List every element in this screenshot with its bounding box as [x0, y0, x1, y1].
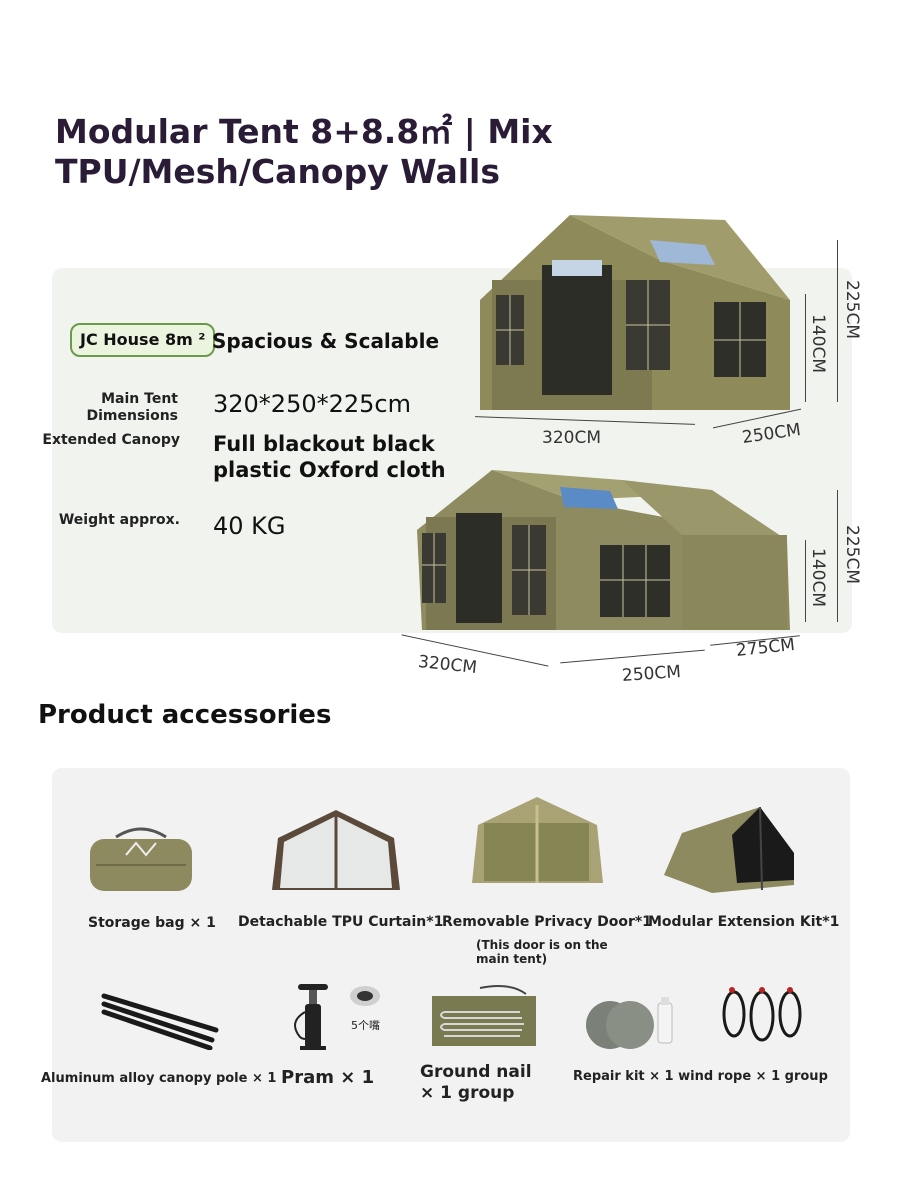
spec-label-weight: Weight approx.	[58, 512, 180, 528]
storage-bag-image	[90, 827, 192, 891]
ext-width-label: 320CM	[417, 651, 478, 679]
main-height-wall-label: 140CM	[808, 314, 828, 373]
pump-nozzle-note: 5个嘴	[351, 1019, 380, 1032]
privacy-door-image	[472, 797, 603, 883]
accessory-note-privacy-door: (This door is on the main tent)	[476, 938, 608, 966]
main-height-total-label: 225CM	[842, 280, 862, 339]
accessory-label-repair-kit: Repair kit × 1 wind rope × 1 group	[573, 1069, 828, 1084]
accessory-label-privacy-door: Removable Privacy Door*1	[442, 914, 652, 930]
ext-height-total-label: 225CM	[842, 525, 862, 584]
page-title: Modular Tent 8+8.8㎡ | Mix TPU/Mesh/Canop…	[55, 112, 553, 191]
extension-kit-image	[664, 806, 794, 893]
main-tent-image	[480, 215, 790, 410]
canopy-pole-image	[101, 993, 219, 1050]
accessory-label-tpu-curtain: Detachable TPU Curtain*1	[238, 914, 444, 930]
nozzle-image	[350, 986, 380, 1006]
tpu-curtain-image	[272, 810, 400, 890]
spec-value-dimensions: 320*250*225cm	[213, 390, 411, 418]
spec-label-canopy: Extended Canopy	[42, 432, 180, 448]
tagline: Spacious & Scalable	[212, 329, 440, 353]
main-width-label: 320CM	[542, 428, 601, 448]
model-badge: JC House 8m ²	[70, 323, 216, 357]
accessory-label-storage-bag: Storage bag × 1	[88, 915, 216, 931]
spec-value-canopy: Full blackout black plastic Oxford cloth	[213, 432, 446, 482]
extended-tent-image	[417, 470, 790, 630]
accessory-label-ground-nail: Ground nail × 1 group	[420, 1062, 532, 1103]
wind-rope-image	[722, 987, 802, 1042]
ext-depth-label: 250CM	[621, 661, 682, 687]
ground-nail-image	[432, 985, 536, 1046]
ext-height-wall-label: 140CM	[808, 548, 828, 607]
repair-kit-image	[586, 997, 673, 1049]
spec-label-dimensions: Main Tent Dimensions	[86, 391, 178, 424]
accessories-title: Product accessories	[38, 700, 332, 730]
accessory-label-pump: Pram × 1	[281, 1067, 375, 1088]
accessory-label-extension-kit: Modular Extension Kit*1	[648, 914, 840, 930]
spec-value-weight: 40 KG	[213, 512, 286, 540]
accessory-label-canopy-pole: Aluminum alloy canopy pole × 1	[41, 1071, 277, 1086]
pump-image	[294, 984, 328, 1050]
